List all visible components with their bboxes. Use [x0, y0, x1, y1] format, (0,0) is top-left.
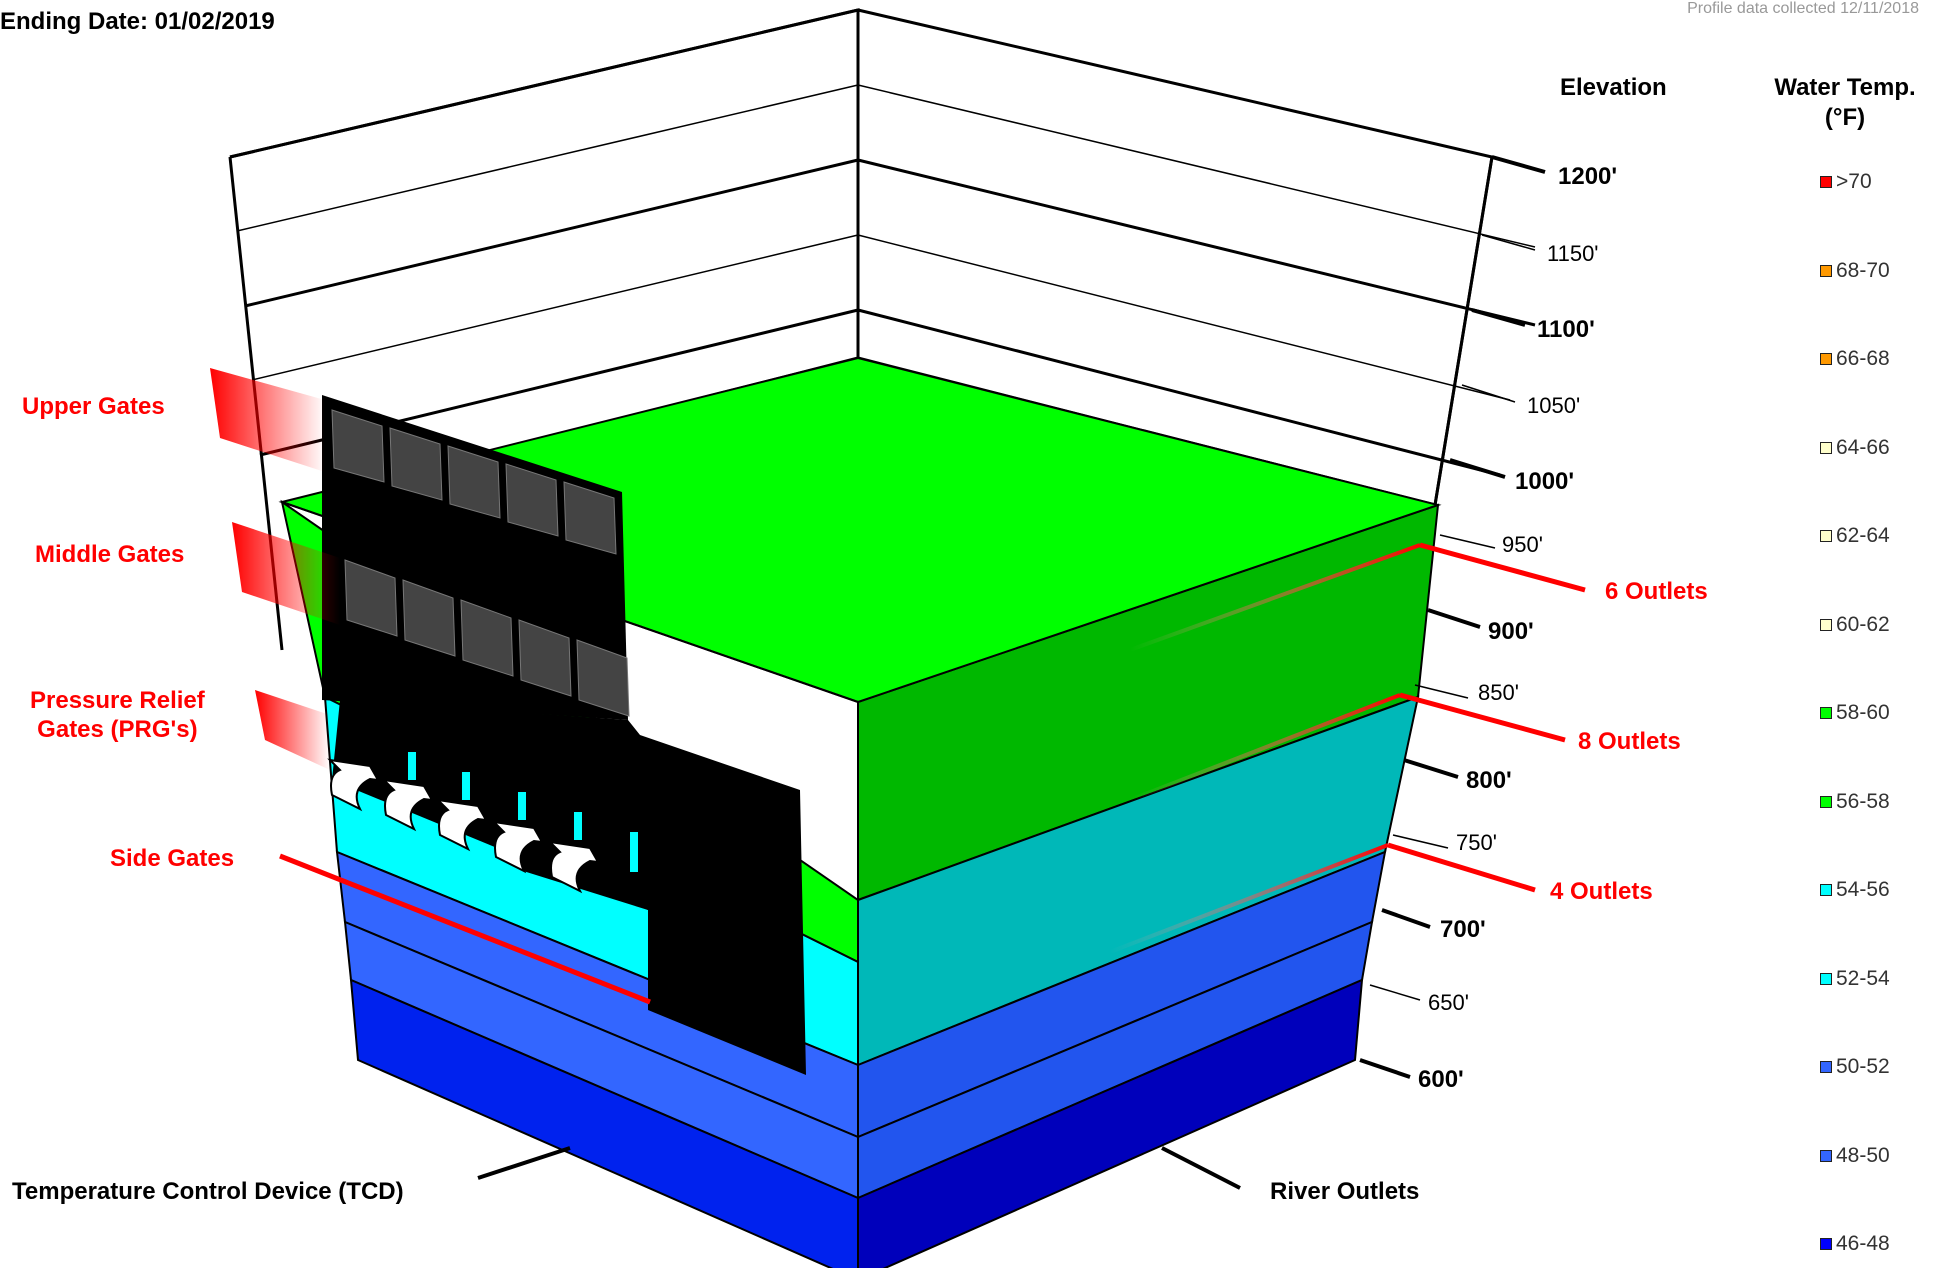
legend-label: 58-60: [1836, 701, 1890, 724]
layer-deepblue-right: [857, 978, 1364, 1273]
elevation-label: 1200': [1558, 163, 1618, 190]
legend-label: 46-48: [1836, 1232, 1890, 1255]
legend-item: 66-68: [1820, 347, 1890, 371]
legend-item: 50-52: [1820, 1055, 1890, 1079]
layer-deepblue-left: [349, 978, 859, 1273]
legend-item: 48-50: [1820, 1144, 1890, 1168]
legend-label: 62-64: [1836, 524, 1890, 547]
elevation-label: 700': [1440, 916, 1486, 943]
elevation-label: 1050': [1527, 393, 1581, 418]
elevation-label: 750': [1456, 830, 1497, 855]
tcd-axis-label: Temperature Control Device (TCD): [12, 1178, 404, 1205]
upper-gate-windows: [331, 409, 617, 555]
eight-outlets-label: 8 Outlets: [1578, 728, 1681, 755]
upper-gates-arrow: [210, 368, 325, 472]
back-walls: [228, 8, 1536, 651]
legend-swatch: [1820, 1238, 1832, 1250]
legend-swatch: [1820, 707, 1832, 719]
legend-item: 52-54: [1820, 967, 1890, 991]
legend-item: >70: [1820, 170, 1872, 194]
elevation-label: 900': [1488, 618, 1534, 645]
elevation-label: 950': [1502, 532, 1543, 557]
legend-label: 56-58: [1836, 789, 1890, 813]
side-gates-label: Side Gates: [110, 845, 235, 872]
legend-swatch: [1820, 264, 1832, 277]
legend-label: 52-54: [1836, 966, 1890, 990]
legend-label: 60-62: [1836, 612, 1890, 636]
legend-label: 50-52: [1836, 1055, 1890, 1078]
legend-swatch: [1820, 353, 1832, 365]
elevation-label: 800': [1466, 767, 1512, 794]
profile-note: Profile data collected 12/11/2018: [1687, 0, 1919, 17]
legend-swatch: [1820, 618, 1832, 631]
side-gates-line: [279, 853, 651, 1005]
elevation-label: 1100': [1537, 316, 1595, 343]
six-outlets-label: 6 Outlets: [1605, 578, 1708, 605]
legend-item: 56-58: [1820, 790, 1890, 814]
legend-label: 68-70: [1836, 258, 1890, 282]
legend-item: 58-60: [1820, 701, 1890, 725]
water-temp-header: Water Temp. (°F): [1774, 74, 1916, 131]
gate-arrows: [210, 368, 340, 770]
legend-label: 48-50: [1836, 1143, 1890, 1167]
legend-item: 64-66: [1820, 436, 1890, 460]
four-outlets-label: 4 Outlets: [1550, 878, 1653, 905]
prg-label: Pressure Relief Gates (PRG's): [30, 686, 205, 744]
prg-label-line1: Pressure Relief: [30, 687, 205, 714]
legend-swatch: [1820, 1061, 1832, 1073]
legend-swatch: [1820, 441, 1832, 454]
middle-gates-label: Middle Gates: [35, 541, 185, 568]
prg-label-line2: Gates (PRG's): [37, 716, 198, 743]
prg-arrows: [327, 758, 600, 894]
legend-label: 64-66: [1836, 435, 1890, 459]
legend-item: 60-62: [1820, 613, 1890, 637]
axis-ticks: [477, 1146, 1241, 1190]
elevation-label: 1150': [1547, 241, 1599, 266]
river-outlets-axis-label: River Outlets: [1270, 1178, 1420, 1205]
legend-swatch: [1820, 795, 1832, 808]
elevation-label: 1000': [1515, 468, 1575, 495]
legend-label: >70: [1836, 170, 1872, 193]
elevation-header: Elevation: [1560, 74, 1667, 101]
prg-slots: [408, 752, 638, 872]
legend-item: 62-64: [1820, 524, 1890, 548]
elevation-label: 600': [1418, 1066, 1464, 1093]
legend-item: 68-70: [1820, 259, 1890, 283]
legend-item: 46-48: [1820, 1232, 1890, 1256]
elevation-label: 850': [1478, 680, 1519, 705]
legend-swatch: [1820, 1149, 1832, 1162]
upper-gates-label: Upper Gates: [22, 393, 165, 420]
legend-label: 54-56: [1836, 878, 1890, 901]
right-face: [857, 503, 1440, 1273]
legend-swatch: [1820, 972, 1832, 985]
legend-swatch: [1820, 884, 1832, 896]
legend-swatch: [1820, 176, 1832, 188]
outlet-lines: [1109, 542, 1586, 954]
prg-arrow: [255, 690, 330, 770]
middle-gates-arrow: [232, 522, 340, 625]
ending-date: Ending Date: 01/02/2019: [0, 8, 275, 35]
legend-label: 66-68: [1836, 347, 1890, 370]
middle-gate-windows: [344, 559, 630, 717]
elevation-label: 650': [1428, 990, 1469, 1015]
legend-swatch: [1820, 530, 1832, 542]
legend-item: 54-56: [1820, 878, 1890, 902]
elevation-ticks: [1359, 155, 1546, 1079]
